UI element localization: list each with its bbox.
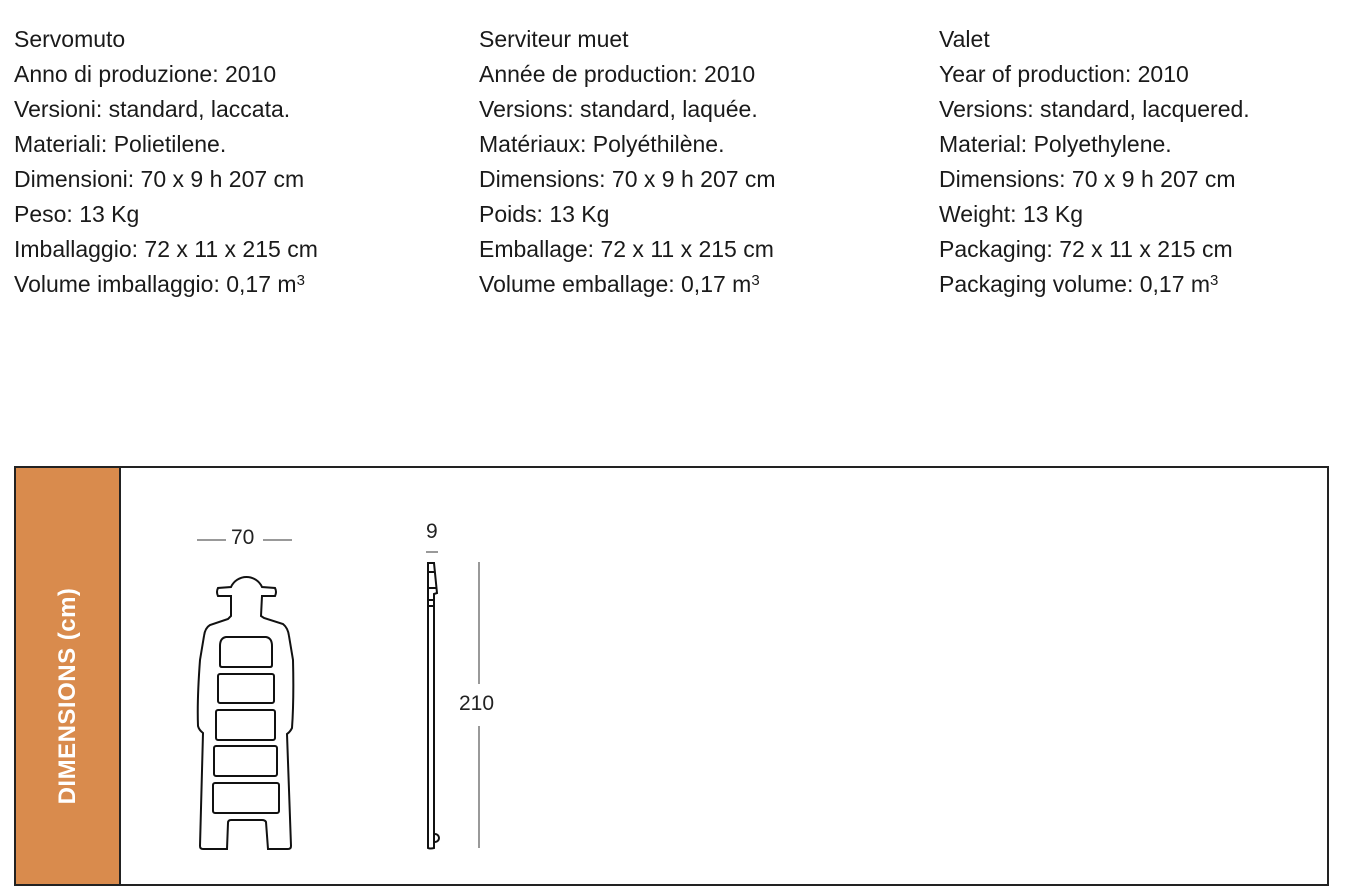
height-label: 210 bbox=[459, 692, 495, 715]
spec-line: Valet bbox=[939, 26, 990, 52]
spec-line: Dimensioni: 70 x 9 h 207 cm bbox=[14, 166, 305, 192]
front-view-figure bbox=[196, 575, 295, 850]
spec-line: Dimensions: 70 x 9 h 207 cm bbox=[479, 166, 776, 192]
spec-line: Dimensions: 70 x 9 h 207 cm bbox=[939, 166, 1236, 192]
spec-line: Packaging: 72 x 11 x 215 cm bbox=[939, 236, 1233, 262]
spec-line: Material: Polyethylene. bbox=[939, 131, 1172, 157]
spec-line: Servomuto bbox=[14, 26, 126, 52]
spec-line: Poids: 13 Kg bbox=[479, 201, 610, 227]
side-view-figure bbox=[427, 562, 440, 850]
dimensions-sidebar: DIMENSIONS (cm) bbox=[16, 468, 121, 884]
spec-column-italian: Servomuto Anno di produzione: 2010 Versi… bbox=[14, 22, 318, 302]
spec-volume: Volume emballage: 0,17 m3 bbox=[479, 267, 776, 302]
spec-line: Année de production: 2010 bbox=[479, 61, 756, 87]
spec-volume: Volume imballaggio: 0,17 m3 bbox=[14, 267, 318, 302]
spec-column-english: Valet Year of production: 2010 Versions:… bbox=[939, 22, 1250, 302]
depth-label: 9 bbox=[426, 520, 438, 543]
spec-line: Peso: 13 Kg bbox=[14, 201, 140, 227]
spec-line: Matériaux: Polyéthilène. bbox=[479, 131, 725, 157]
spec-line: Versions: standard, laquée. bbox=[479, 96, 758, 122]
spec-line: Weight: 13 Kg bbox=[939, 201, 1084, 227]
spec-line: Emballage: 72 x 11 x 215 cm bbox=[479, 236, 774, 262]
spec-line: Serviteur muet bbox=[479, 26, 629, 52]
spec-line: Versions: standard, lacquered. bbox=[939, 96, 1250, 122]
volume-exponent: 3 bbox=[751, 272, 760, 289]
spec-line: Imballaggio: 72 x 11 x 215 cm bbox=[14, 236, 318, 262]
volume-exponent: 3 bbox=[1210, 272, 1219, 289]
spec-line: Anno di produzione: 2010 bbox=[14, 61, 277, 87]
volume-text: Volume emballage: 0,17 m bbox=[479, 271, 752, 297]
dimension-drawing bbox=[196, 539, 480, 850]
volume-text: Volume imballaggio: 0,17 m bbox=[14, 271, 297, 297]
volume-text: Packaging volume: 0,17 m bbox=[939, 271, 1211, 297]
spec-line: Year of production: 2010 bbox=[939, 61, 1189, 87]
spec-volume: Packaging volume: 0,17 m3 bbox=[939, 267, 1250, 302]
spec-line: Materiali: Polietilene. bbox=[14, 131, 227, 157]
spec-column-french: Serviteur muet Année de production: 2010… bbox=[479, 22, 776, 302]
volume-exponent: 3 bbox=[296, 272, 305, 289]
width-label: 70 bbox=[231, 526, 255, 549]
spec-line: Versioni: standard, laccata. bbox=[14, 96, 291, 122]
